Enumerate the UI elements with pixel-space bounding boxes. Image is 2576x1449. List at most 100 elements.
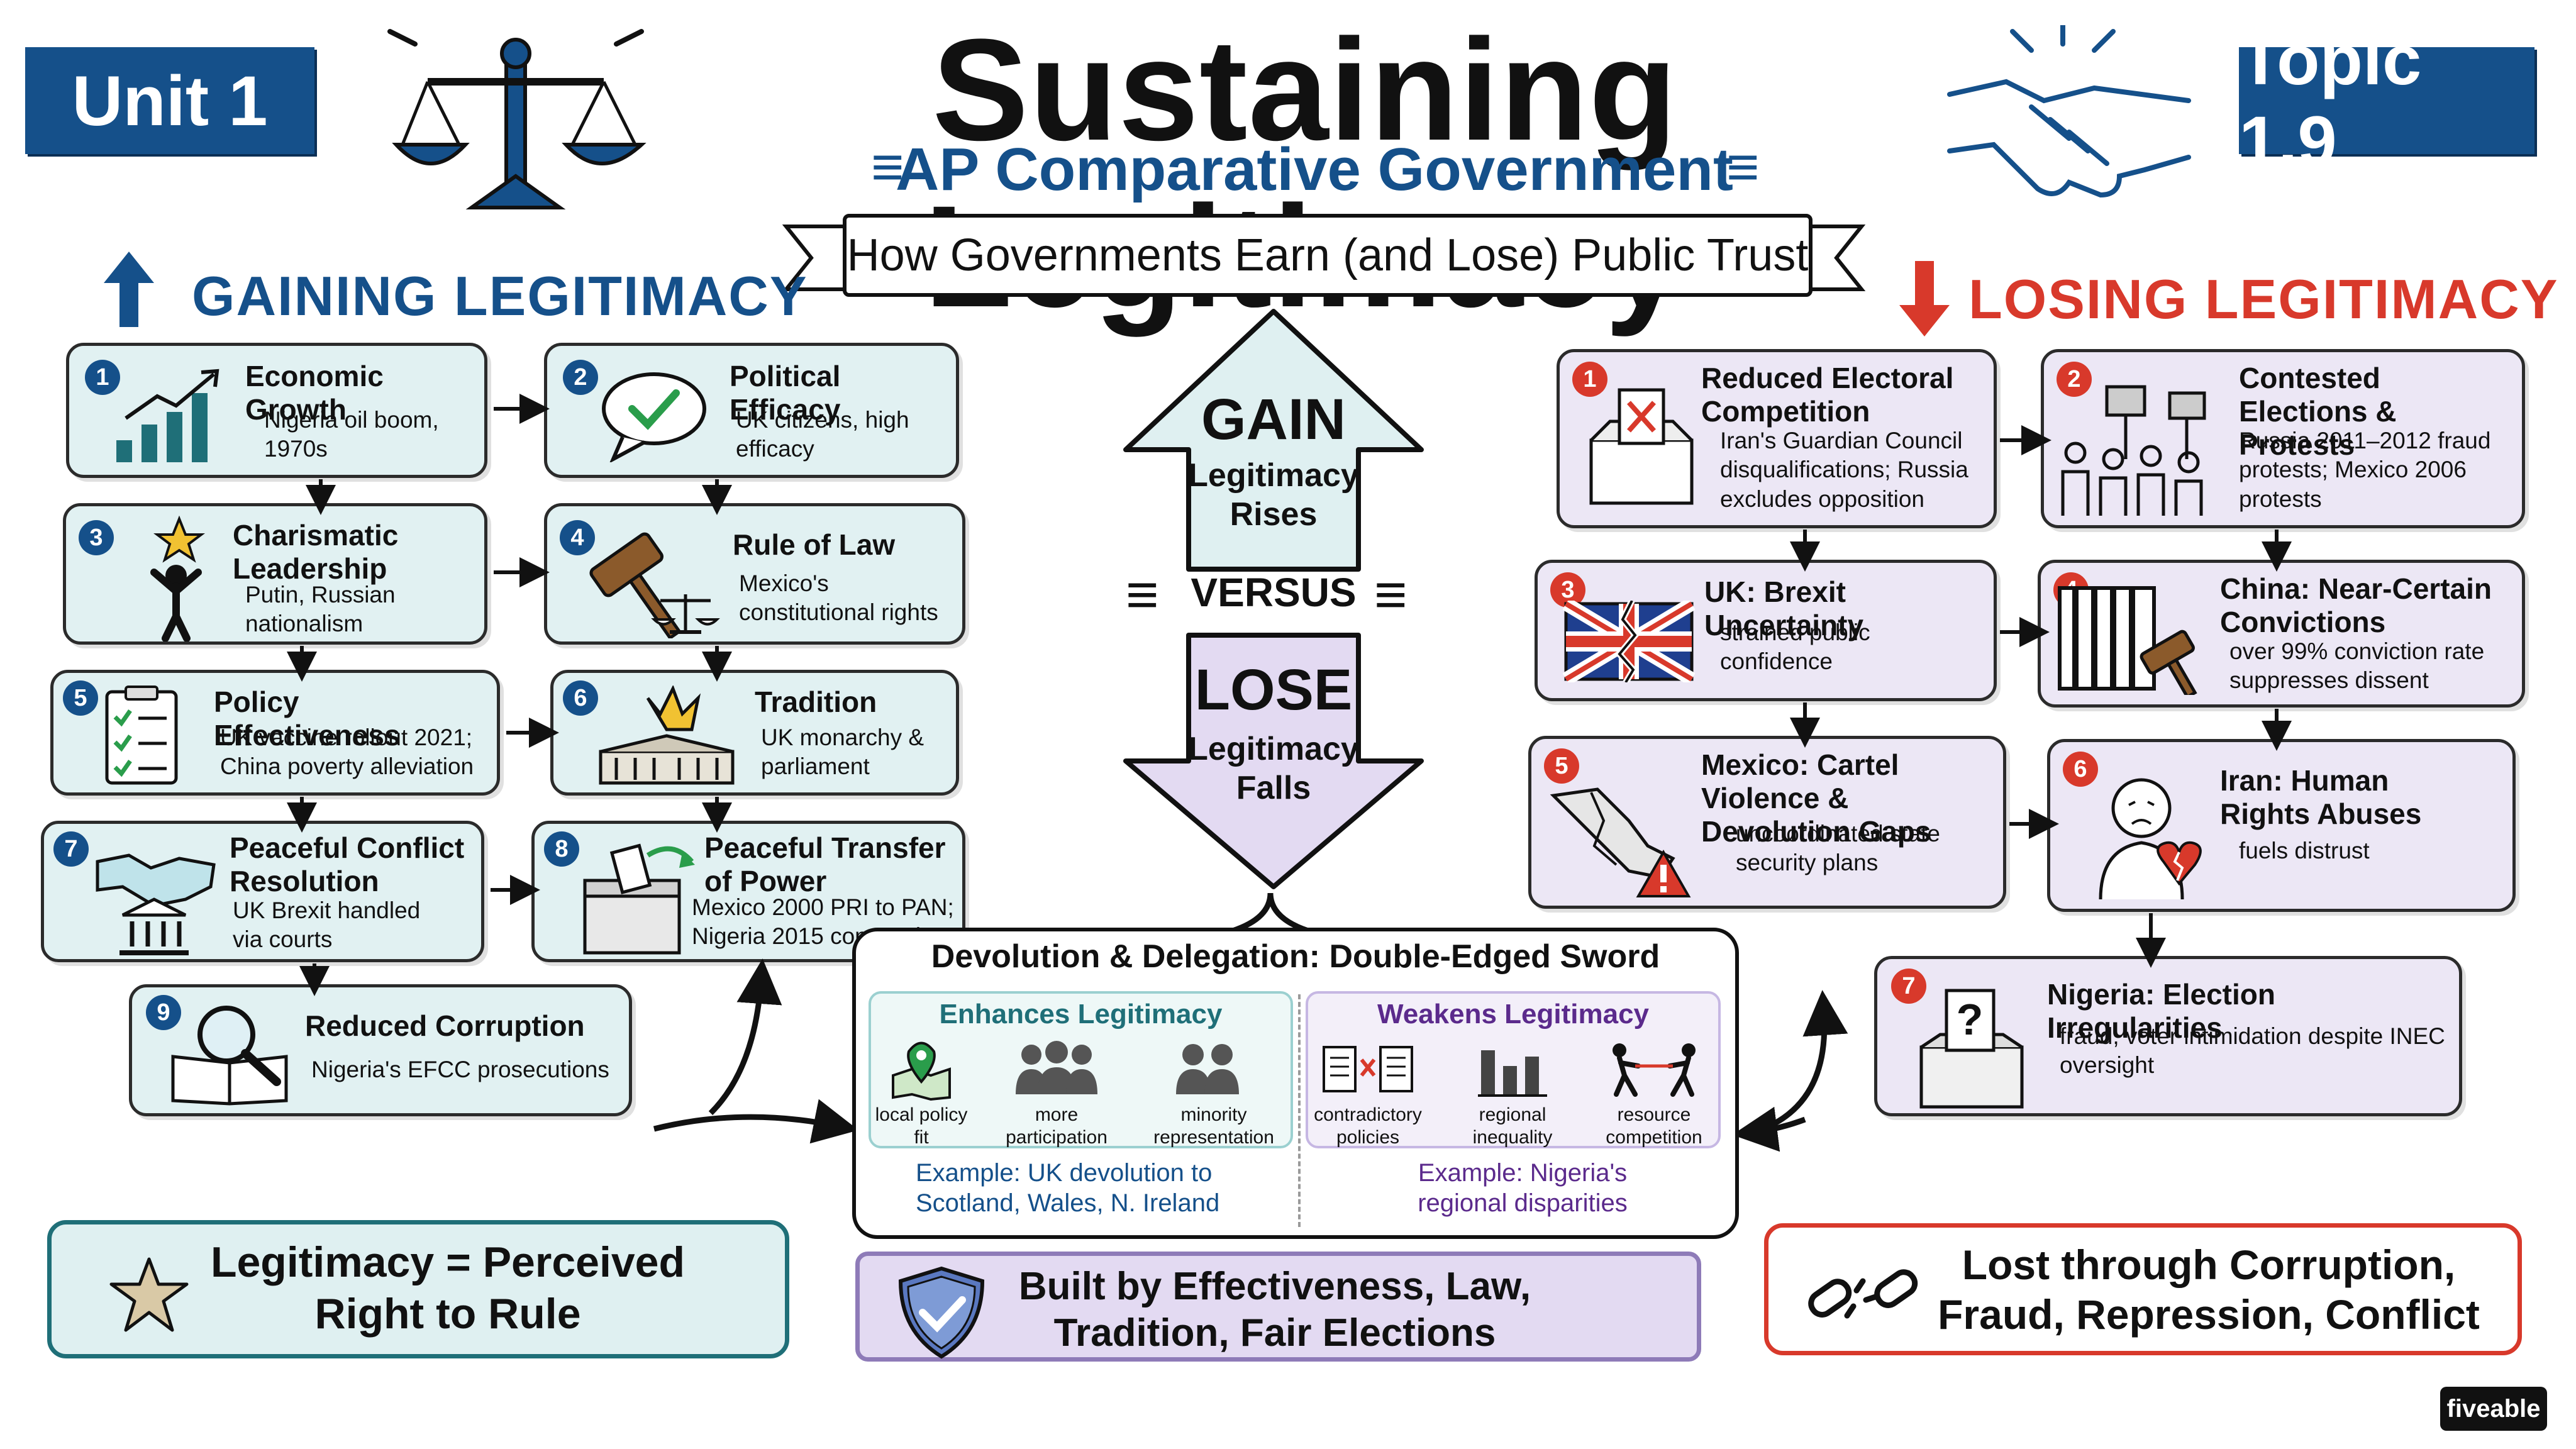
contradictory-docs-icon [1323, 1046, 1413, 1092]
lose-desc: uncoordinated state security plans [1736, 821, 1941, 876]
magnifier-book-icon [171, 1006, 288, 1106]
lose-desc: fuels distrust [2239, 838, 2370, 863]
gain-desc: Nigeria oil boom, 1970s [264, 407, 439, 462]
gain-card-charismatic-leadership: 3 Charismatic Leadership Putin, Russian … [63, 503, 487, 645]
banner-text: How Governments Earn (and Lose) Public T… [847, 230, 1809, 280]
tug-of-war-icon [1613, 1043, 1696, 1097]
sad-person-broken-heart-icon [2099, 778, 2202, 900]
gain-number: 6 [563, 680, 598, 716]
lost-through-text: Lost through Corruption, Fraud, Repressi… [1938, 1241, 2480, 1338]
gain-desc: UK citizens, high efficacy [736, 407, 909, 462]
lose-card-contested-elections: 2 Contested Elections & Protests Russia … [2041, 349, 2525, 528]
lose-title: China: Near-Certain Convictions [2220, 572, 2492, 638]
page-subtitle: AP Comparative Government [896, 136, 1733, 203]
scales-icon [387, 29, 647, 209]
uneven-bars-icon [1478, 1050, 1547, 1097]
losing-heading: LOSING LEGITIMACY [1968, 268, 2559, 330]
cracked-uk-flag-icon [1563, 601, 1695, 682]
cracked-map-warning-icon [1550, 787, 1691, 897]
lose-sublabel: Legitimacy Falls [1188, 731, 1359, 807]
broken-chain-icon [1808, 1269, 1918, 1319]
map-pin-icon [892, 1041, 951, 1101]
gain-desc: UK monarchy & parliament [761, 724, 924, 780]
gain-number: 4 [560, 520, 595, 555]
lose-title: Iran: Human Rights Abuses [2220, 764, 2422, 830]
gain-title: Tradition [755, 686, 877, 718]
lose-card-china-convictions: 4 China: Near-Certain Convictions over 9… [2038, 560, 2525, 708]
gain-title: Peaceful Transfer of Power [704, 831, 946, 897]
svg-text:?: ? [1957, 995, 1984, 1044]
lose-flow-arrows [1790, 425, 2292, 968]
lose-card-mexico-cartel: 5 Mexico: Cartel Violence & Devolution G… [1528, 736, 2006, 909]
speech-check-icon [602, 372, 706, 462]
lost-through-banner: Lost through Corruption, Fraud, Repressi… [1764, 1223, 2522, 1355]
banner: How Governments Earn (and Lose) Public T… [843, 214, 1813, 297]
prison-gavel-icon [2058, 586, 2197, 695]
lose-title: Reduced Electoral Competition [1701, 362, 1954, 428]
handshake-icon [1947, 25, 2191, 198]
lose-desc: fraud, voter intimidation despite INEC o… [2060, 1023, 2445, 1079]
gain-number: 9 [146, 995, 181, 1030]
gain-number: 2 [563, 360, 598, 395]
gain-sublabel: Legitimacy Rises [1188, 457, 1359, 533]
gain-card-rule-of-law: 4 Rule of Law Mexico's constitutional ri… [544, 503, 965, 645]
subtitle-deco-left: ≡ [871, 136, 904, 199]
versus-deco-left: ≡ [1126, 564, 1159, 626]
checklist-icon [105, 686, 178, 785]
gain-card-peaceful-conflict-resolution: 7 Peaceful Conflict Resolution UK Brexit… [41, 821, 484, 962]
banner-ribbon-right [1802, 225, 1866, 291]
versus-label: VERSUS [1191, 570, 1357, 615]
devolution-title: Devolution & Delegation: Double-Edged Sw… [931, 938, 1660, 975]
crown-palace-icon [599, 686, 735, 785]
leader-star-icon [150, 516, 205, 641]
gain-card-policy-effectiveness: 5 Policy Effectiveness UK vaccine rollou… [50, 670, 500, 796]
gain-title: Economic Growth [245, 360, 384, 426]
fiveable-logo: fiveable [2440, 1387, 2547, 1431]
versus-deco-right: ≡ [1374, 564, 1407, 626]
lose-number: 5 [1544, 748, 1579, 784]
weakens-example: Example: Nigeria's regional disparities [1418, 1159, 1628, 1217]
gain-number: 7 [53, 831, 89, 867]
enhances-example: Example: UK devolution to Scotland, Wale… [916, 1159, 1220, 1217]
gain-up-arrow-shape [1123, 309, 1424, 572]
shield-check-icon [898, 1266, 985, 1359]
question-ballot-icon: ? [1919, 989, 2024, 1109]
lose-card-nigeria-elections: 7 ? Nigeria: Election Irregularities fra… [1874, 956, 2462, 1116]
gain-label: GAIN [1201, 387, 1346, 452]
bar-chart-icon [116, 369, 219, 462]
blocked-ballot-icon [1589, 388, 1694, 505]
unit-label: Unit 1 [72, 61, 268, 140]
lose-desc: strained public confidence [1720, 619, 1870, 675]
enhances-label: more participation [1006, 1104, 1108, 1148]
gain-title: Political Efficacy [730, 360, 841, 426]
unit-tag: Unit 1 [25, 47, 314, 154]
built-by-text: Built by Effectiveness, Law, Tradition, … [1018, 1265, 1531, 1355]
devolution-divider [1298, 994, 1301, 1227]
gain-desc: UK Brexit handled via courts [233, 897, 421, 953]
gain-card-economic-growth: 1 Economic Growth Nigeria oil boom, 1970… [66, 343, 487, 478]
lose-card-reduced-electoral-competition: 1 Reduced Electoral Competition Iran's G… [1557, 349, 1997, 528]
lose-card-iran-human-rights: 6 Iran: Human Rights Abuses fuels distru… [2047, 739, 2516, 912]
up-arrow-icon [104, 252, 154, 327]
definition-banner: Legitimacy = Perceived Right to Rule [47, 1220, 789, 1358]
devolution-connector-arrows [653, 892, 1848, 1152]
gain-desc: UK vaccine rollout 2021; China poverty a… [220, 724, 474, 780]
gain-card-tradition: 6 Tradition UK monarchy & parliament [550, 670, 959, 796]
weakens-heading: Weakens Legitimacy [1377, 999, 1650, 1030]
lose-desc: Iran's Guardian Council disqualification… [1720, 428, 1968, 512]
topic-label: Topic 1.9 [2239, 21, 2422, 180]
gain-number: 1 [85, 360, 120, 395]
gain-title: Rule of Law [733, 528, 896, 561]
lose-label: LOSE [1194, 658, 1353, 722]
lose-title: Contested Elections & Protests [2239, 362, 2397, 461]
down-arrow-icon [1899, 261, 1950, 336]
weakens-panel: Weakens Legitimacy contradictory policie… [1306, 991, 1721, 1148]
handshake-courthouse-icon [96, 853, 216, 955]
built-by-banner: Built by Effectiveness, Law, Tradition, … [855, 1252, 1701, 1362]
weakens-label: resource competition [1606, 1104, 1702, 1148]
gain-number: 8 [544, 831, 579, 867]
lose-title: Nigeria: Election Irregularities [2047, 978, 2275, 1044]
gaining-heading: GAINING LEGITIMACY [192, 265, 808, 327]
gain-title: Charismatic Leadership [233, 519, 399, 585]
minority-people-icon [1176, 1044, 1239, 1094]
